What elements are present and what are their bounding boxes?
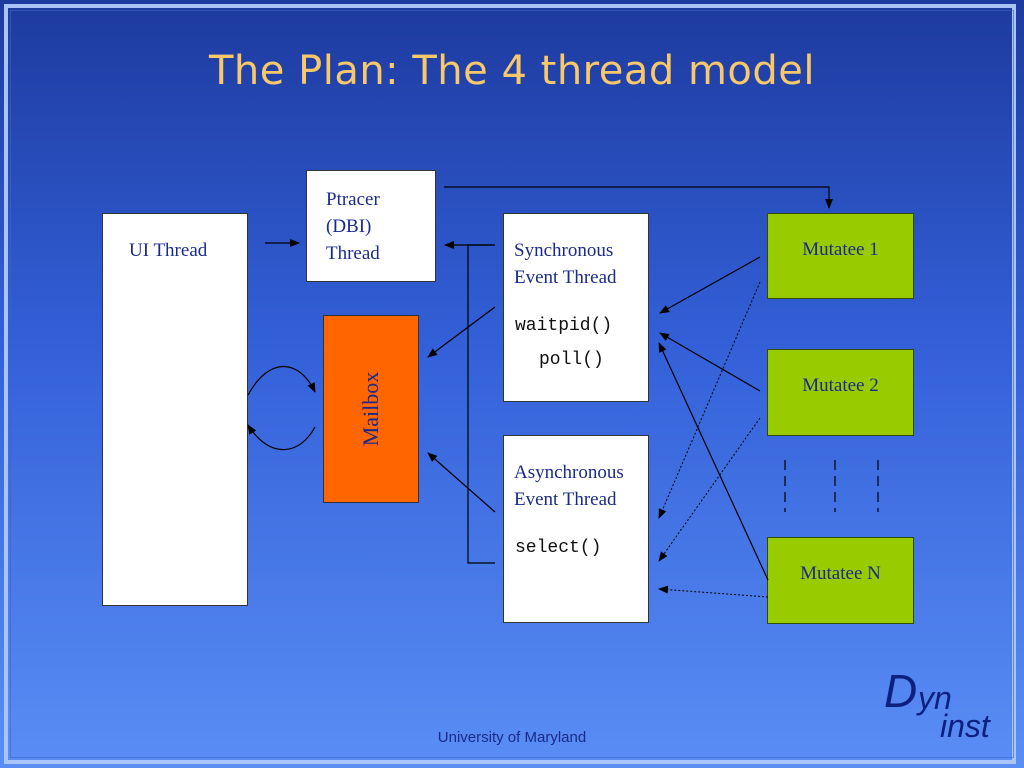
logo-inst: inst xyxy=(940,708,990,744)
arrow-mutatee-1-to-sync xyxy=(659,256,761,314)
async-line-2: Event Thread xyxy=(514,489,617,510)
ptracer-line-1: Ptracer xyxy=(326,189,380,210)
mutatee-1-box: Mutatee 1 xyxy=(767,213,914,299)
ui-thread-box: UI Thread xyxy=(102,213,248,606)
ui-thread-label: UI Thread xyxy=(129,240,208,261)
slide-frame-inner xyxy=(10,10,1014,758)
sync-event-thread-box: Synchronous Event Thread waitpid() poll(… xyxy=(503,213,649,402)
ptracer-line-3: Thread xyxy=(326,243,380,264)
poll-call: poll() xyxy=(539,350,604,370)
mutatee-1-label: Mutatee 1 xyxy=(802,239,879,260)
ptracer-line-2: (DBI) xyxy=(326,216,372,237)
arrow-mutatee-n-to-async xyxy=(658,585,769,598)
dyninst-logo: D yn inst xyxy=(884,668,1004,752)
arrow-ui-to-mailbox xyxy=(247,366,316,396)
logo-yn: yn xyxy=(918,680,952,716)
arrow-mutatee-2-to-sync xyxy=(659,332,761,392)
async-line-1: Asynchronous xyxy=(514,462,624,483)
ptracer-thread-box: Ptracer (DBI) Thread xyxy=(306,170,436,282)
arrow-async-to-mailbox xyxy=(427,452,496,513)
arrow-mutatee-n-to-sync xyxy=(658,342,769,581)
slide-title: The Plan: The 4 thread model xyxy=(208,48,816,94)
mutatee-2-box: Mutatee 2 xyxy=(767,349,914,436)
mailbox-box: Mailbox xyxy=(323,315,419,503)
arrow-mutatee-2-to-async xyxy=(658,417,761,562)
arrow-mutatee-1-to-async xyxy=(658,281,761,519)
slide-frame xyxy=(4,4,1016,764)
arrow-mailbox-to-ui xyxy=(247,424,316,451)
waitpid-call: waitpid() xyxy=(515,316,613,336)
mutatee-n-label: Mutatee N xyxy=(800,563,881,584)
sync-line-1: Synchronous xyxy=(514,240,614,261)
footer-university: University of Maryland xyxy=(437,729,587,746)
arrow-ptracer-to-mutatee-1 xyxy=(444,186,833,209)
arrow-sync-to-mailbox xyxy=(427,306,496,358)
mutatee-n-box: Mutatee N xyxy=(767,537,914,624)
logo-d: D xyxy=(884,665,918,717)
sync-line-2: Event Thread xyxy=(514,267,617,288)
select-call: select() xyxy=(515,538,602,558)
async-event-thread-box: Asynchronous Event Thread select() xyxy=(503,435,649,623)
bracket-line xyxy=(467,244,495,564)
mutatee-2-label: Mutatee 2 xyxy=(802,375,879,396)
